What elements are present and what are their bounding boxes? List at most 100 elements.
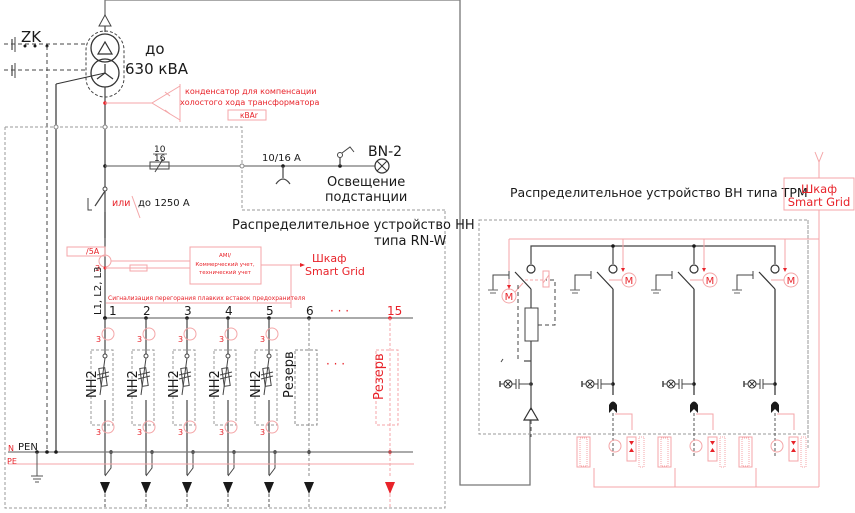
current-transformer-icon xyxy=(224,420,238,434)
earthing-switch-icon xyxy=(492,274,509,290)
fuse-signal-label: Сигнализация перегорания плавких вставок… xyxy=(108,295,306,302)
mv-switchgear-title: Распределительное устройство ВН типа TPM xyxy=(510,185,808,200)
current-transformer-icon xyxy=(101,420,115,434)
disconnector-contact-icon xyxy=(689,264,699,274)
fuse-icon xyxy=(149,161,170,170)
fuse-switch-blade xyxy=(263,357,270,396)
short-circuit-indicator-icon xyxy=(738,436,753,468)
indicator-line xyxy=(777,413,795,430)
current-transformer-icon xyxy=(265,327,279,341)
mv-signal-loop xyxy=(593,468,819,488)
lighting-breaker-rating: 10/16 A xyxy=(262,153,301,164)
light-switch-icon xyxy=(341,146,355,154)
feeder-type: NH2 xyxy=(208,370,223,398)
bus-label: L1, L2, L3 xyxy=(93,266,104,315)
mv-smart-grid-cabinet: Шкаф Smart Grid xyxy=(783,151,855,487)
lamp-id: BN-2 xyxy=(368,144,402,160)
ct-count: 3 xyxy=(260,335,265,344)
arrester-label xyxy=(719,436,726,468)
ct-count: 3 xyxy=(219,428,224,437)
transformer-bay-fuse xyxy=(500,270,556,437)
capacitor-label-line1: конденсатор для компенсации xyxy=(185,87,316,96)
lv-switchgear-border xyxy=(4,127,446,509)
pe-label: PE xyxy=(7,457,17,466)
contact xyxy=(184,353,190,359)
lighting-label-line1: Освещение xyxy=(327,175,405,190)
outgoing-cable-icon xyxy=(141,482,151,494)
delta-icon xyxy=(96,40,114,55)
indicator-line xyxy=(696,413,714,430)
fuse-switch-blade xyxy=(181,357,188,396)
ct-count: 3 xyxy=(178,335,183,344)
feeder-type: NH2 xyxy=(249,370,264,398)
current-transformer-icon xyxy=(183,327,197,341)
cable-head-icon xyxy=(690,401,698,413)
fuse-rating-bottom: 16 xyxy=(154,154,166,164)
lv-switchgear-border-top xyxy=(5,126,243,165)
transformer: ZK до 630 кВА xyxy=(4,0,531,486)
short-circuit-indicator-icon xyxy=(657,436,672,468)
reserve-housing xyxy=(375,349,399,426)
metering-section: /5A 3 AMI/ Коммерческий учет, технически… xyxy=(66,246,365,308)
disconnector-contact-icon xyxy=(608,264,618,274)
pen-connection xyxy=(145,452,153,477)
mv-smart-grid-line2: Smart Grid xyxy=(788,195,851,209)
trip-coil-icon xyxy=(542,270,550,288)
lv-smart-grid-line1: Шкаф xyxy=(312,252,347,265)
surge-arrester-icon xyxy=(626,436,637,462)
load-break-switch-icon xyxy=(596,271,614,290)
capacitor-unit: кВАr xyxy=(240,111,259,120)
contact xyxy=(143,353,149,359)
pen-connection xyxy=(104,452,112,477)
earthing-switch-icon xyxy=(736,274,753,290)
contact xyxy=(225,353,231,359)
pen-label: PEN xyxy=(18,442,38,453)
mv-bay-4: M xyxy=(732,239,807,468)
outgoing-cable-icon xyxy=(182,482,192,494)
ct-count: 3 xyxy=(137,335,142,344)
feeder-number: 1 xyxy=(109,304,117,318)
pen-connection xyxy=(227,452,235,477)
pen-connection xyxy=(186,452,194,477)
contact xyxy=(102,353,108,359)
fuse-signal-bus xyxy=(106,302,292,308)
ct-count: 3 xyxy=(178,428,183,437)
feeder-type: NH2 xyxy=(126,370,141,398)
load-break-switch-icon xyxy=(758,271,776,290)
fuse-switch-blade xyxy=(140,357,147,396)
feeder-ellipsis: · · · xyxy=(326,357,345,371)
cable-head-icon xyxy=(609,401,617,413)
antenna-icon xyxy=(814,151,824,164)
main-switch-rating: до 1250 A xyxy=(138,198,190,209)
mv-bay-3: M xyxy=(651,239,726,468)
meter-label-line2: Коммерческий учет, xyxy=(195,261,254,268)
transformer-rating-line1: до xyxy=(145,40,165,58)
current-transformer-icon xyxy=(224,327,238,341)
no-load-compensation-capacitor: конденсатор для компенсации холостого хо… xyxy=(103,84,319,122)
fuse-switch-blade xyxy=(222,357,229,396)
breaker-contact xyxy=(94,190,106,207)
mv-bay-1: M xyxy=(488,254,536,389)
feeder-number: 2 xyxy=(143,304,151,318)
current-transformer-icon xyxy=(142,420,156,434)
current-sensor-icon xyxy=(770,439,784,453)
fuse-rating-top: 10 xyxy=(154,145,166,155)
current-transformer-icon xyxy=(142,327,156,341)
indicator-label xyxy=(660,437,669,467)
motor-label: M xyxy=(505,292,514,303)
outgoing-cable-icon xyxy=(264,482,274,494)
meter-label-line1: AMI/ xyxy=(219,253,231,259)
arrester-label xyxy=(638,436,645,468)
switch-contact-icon xyxy=(337,152,343,158)
earthing-switch-icon xyxy=(655,274,672,290)
disconnector-contact-icon xyxy=(526,264,536,274)
lv-switchgear-title-line1: Распределительное устройство НН xyxy=(232,218,475,233)
mv-busbar xyxy=(530,245,776,254)
outgoing-cable-icon xyxy=(385,482,395,494)
ct-count: 3 xyxy=(219,335,224,344)
load-break-switch-icon xyxy=(514,271,532,290)
